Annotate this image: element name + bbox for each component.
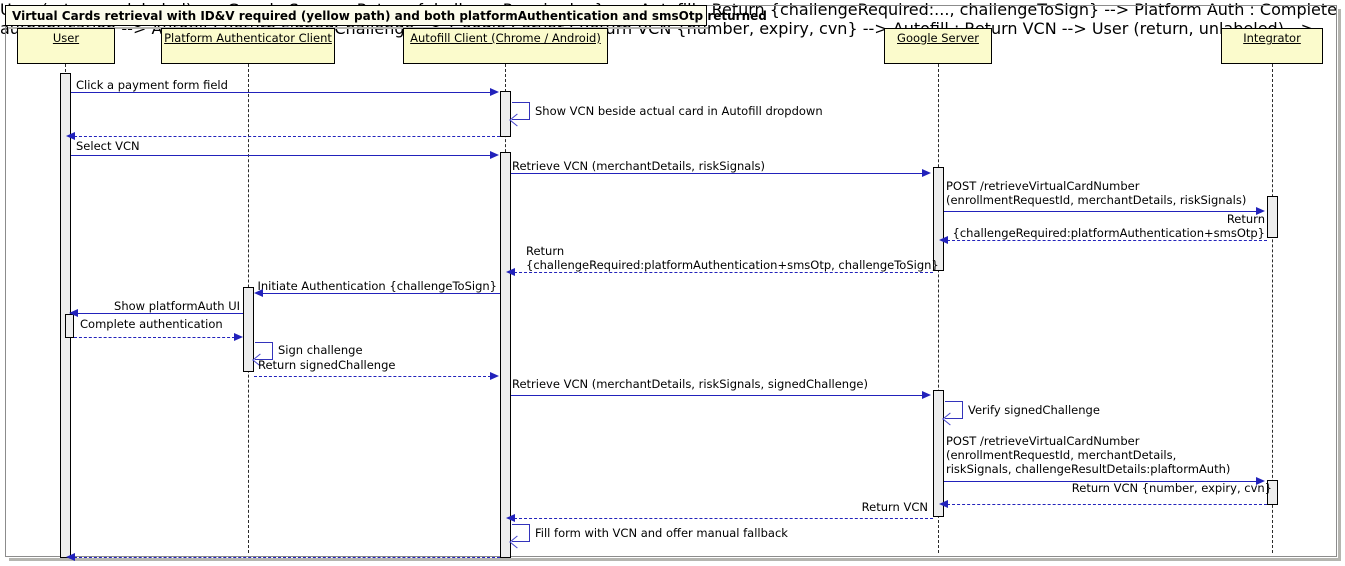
participant-platform-authenticator-client-label: Platform Authenticator Client xyxy=(164,31,332,45)
message-line-8 xyxy=(514,272,933,273)
message-line-1 xyxy=(71,92,491,93)
message-arrowhead-11 xyxy=(234,333,243,341)
message-label-6: POST /retrieveVirtualCardNumber (enrollm… xyxy=(946,179,1247,207)
activation-user-nested xyxy=(65,314,74,338)
message-arrowhead-8 xyxy=(506,268,515,276)
message-line-4 xyxy=(71,155,491,156)
message-label-15: Verify signedChallenge xyxy=(968,403,1100,417)
message-label-18: Return VCN xyxy=(861,500,928,514)
participant-platform-authenticator-client[interactable]: Platform Authenticator Client xyxy=(161,28,335,64)
participant-user[interactable]: User xyxy=(17,28,115,64)
activation-autofill-client-2 xyxy=(500,152,511,558)
message-arrowhead-5 xyxy=(922,169,931,177)
self-message-loop-12 xyxy=(255,342,273,360)
activation-google-server-1 xyxy=(933,167,944,271)
message-arrowhead-3 xyxy=(66,132,75,140)
participant-google-server-label: Google Server xyxy=(897,31,979,45)
message-label-4: Select VCN xyxy=(76,139,140,153)
message-arrowhead-16 xyxy=(1256,477,1265,485)
self-message-loop-2 xyxy=(512,102,530,120)
message-label-9: Initiate Authentication {challengeToSign… xyxy=(257,279,497,293)
message-arrowhead-9 xyxy=(254,289,263,297)
message-label-7: Return {challengeRequired:platformAuthen… xyxy=(952,212,1265,240)
message-label-12: Sign challenge xyxy=(278,343,363,357)
message-line-20 xyxy=(74,557,500,558)
message-line-7 xyxy=(947,240,1267,241)
message-line-5 xyxy=(511,173,923,174)
frame-shadow-bottom xyxy=(9,558,1341,561)
activation-platform-authenticator-client xyxy=(243,287,254,372)
lifeline-integrator xyxy=(1272,64,1273,553)
participant-autofill-client[interactable]: Autofill Client (Chrome / Android) xyxy=(403,28,608,64)
message-line-17 xyxy=(947,504,1267,505)
activation-integrator-2 xyxy=(1267,480,1278,505)
diagram-title: Virtual Cards retrieval with ID&V requir… xyxy=(5,5,767,26)
participant-integrator[interactable]: Integrator xyxy=(1221,28,1323,64)
message-line-3 xyxy=(74,136,500,137)
message-arrowhead-20 xyxy=(66,553,75,561)
message-arrowhead-4 xyxy=(490,151,499,159)
self-message-loop-19 xyxy=(512,524,530,542)
message-line-14 xyxy=(511,395,923,396)
message-label-8: Return {challengeRequired:platformAuthen… xyxy=(526,244,939,272)
message-label-1: Click a payment form field xyxy=(76,78,228,92)
message-arrowhead-18 xyxy=(506,514,515,522)
message-label-11: Complete authentication xyxy=(80,317,223,331)
message-line-11 xyxy=(74,337,235,338)
message-arrowhead-13 xyxy=(490,372,499,380)
message-line-16 xyxy=(944,481,1257,482)
message-line-18 xyxy=(514,518,933,519)
message-label-10: Show platformAuth UI xyxy=(114,299,240,313)
title-shadow xyxy=(8,27,708,29)
participant-autofill-client-label: Autofill Client (Chrome / Android) xyxy=(410,31,601,45)
activation-autofill-client-1 xyxy=(500,91,511,137)
message-label-17: Return VCN {number, expiry, cvn} xyxy=(1071,481,1272,495)
message-label-5: Retrieve VCN (merchantDetails, riskSigna… xyxy=(512,159,765,173)
message-arrowhead-17 xyxy=(939,500,948,508)
frame-shadow-right xyxy=(1338,9,1341,561)
message-line-9 xyxy=(262,293,500,294)
message-label-13: Return signedChallenge xyxy=(258,358,396,372)
message-line-10 xyxy=(77,313,243,314)
self-message-loop-15 xyxy=(945,401,963,419)
activation-integrator-1 xyxy=(1267,196,1278,238)
message-label-19: Fill form with VCN and offer manual fall… xyxy=(535,526,788,540)
message-label-16: POST /retrieveVirtualCardNumber (enrollm… xyxy=(946,434,1231,476)
message-label-2: Show VCN beside actual card in Autofill … xyxy=(535,104,823,118)
message-arrowhead-1 xyxy=(490,88,499,96)
message-label-14: Retrieve VCN (merchantDetails, riskSigna… xyxy=(512,377,868,391)
message-arrowhead-7 xyxy=(939,236,948,244)
participant-google-server[interactable]: Google Server xyxy=(884,28,992,64)
message-arrowhead-10 xyxy=(69,309,78,317)
message-line-13 xyxy=(254,376,491,377)
participant-user-label: User xyxy=(52,31,80,45)
participant-integrator-label: Integrator xyxy=(1243,31,1301,45)
activation-google-server-2 xyxy=(933,390,944,517)
message-line-6 xyxy=(944,211,1257,212)
message-arrowhead-6 xyxy=(1256,207,1265,215)
lifeline-google-server xyxy=(938,64,939,553)
message-arrowhead-14 xyxy=(922,391,931,399)
